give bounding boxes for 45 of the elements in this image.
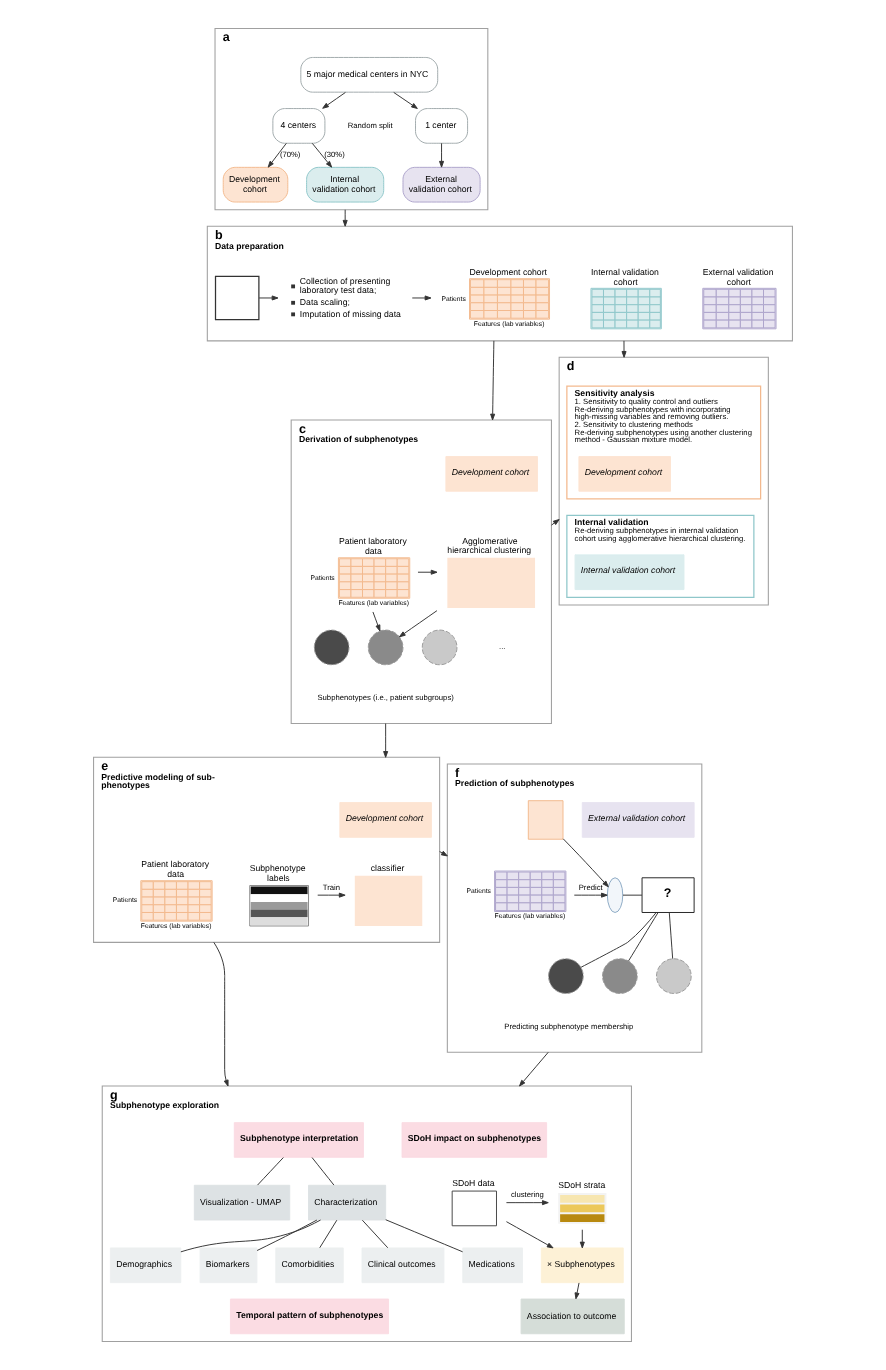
arrow [267, 142, 287, 168]
node-person [606, 877, 624, 913]
arrow [213, 941, 229, 1087]
node-box [447, 557, 536, 608]
node-circle [421, 629, 458, 666]
connector [628, 912, 659, 962]
arrow [342, 209, 348, 227]
arrow [505, 1221, 554, 1249]
node-circle [602, 958, 638, 994]
arrow [383, 723, 389, 758]
arrow [322, 91, 346, 109]
connector [361, 1219, 389, 1249]
arrow [258, 295, 279, 301]
arrow [579, 1229, 585, 1249]
connector [311, 1157, 335, 1186]
connector [385, 1219, 464, 1253]
node-box [354, 875, 423, 926]
connector [668, 912, 674, 960]
node-box [527, 800, 564, 840]
arrow [562, 838, 609, 888]
arrow [398, 610, 438, 638]
arrow [417, 569, 438, 575]
connector [622, 894, 643, 896]
arrow [311, 142, 333, 168]
arrow [372, 611, 381, 632]
arrow [439, 142, 445, 168]
arrow [439, 850, 448, 857]
arrow [519, 1051, 549, 1087]
node-circle [313, 629, 350, 666]
connector [257, 1157, 284, 1186]
arrow [574, 1282, 580, 1300]
connector [319, 1219, 338, 1249]
node-circle [548, 958, 584, 994]
node-circle [656, 958, 692, 994]
arrow [621, 340, 627, 358]
arrow [573, 892, 608, 898]
arrow [505, 1200, 549, 1206]
arrow [490, 340, 496, 421]
connector [580, 912, 657, 968]
connector [180, 1219, 322, 1253]
arrow [317, 892, 346, 898]
connector [256, 1219, 318, 1251]
arrow [411, 295, 432, 301]
arrow [393, 91, 418, 109]
node-box [214, 275, 260, 321]
